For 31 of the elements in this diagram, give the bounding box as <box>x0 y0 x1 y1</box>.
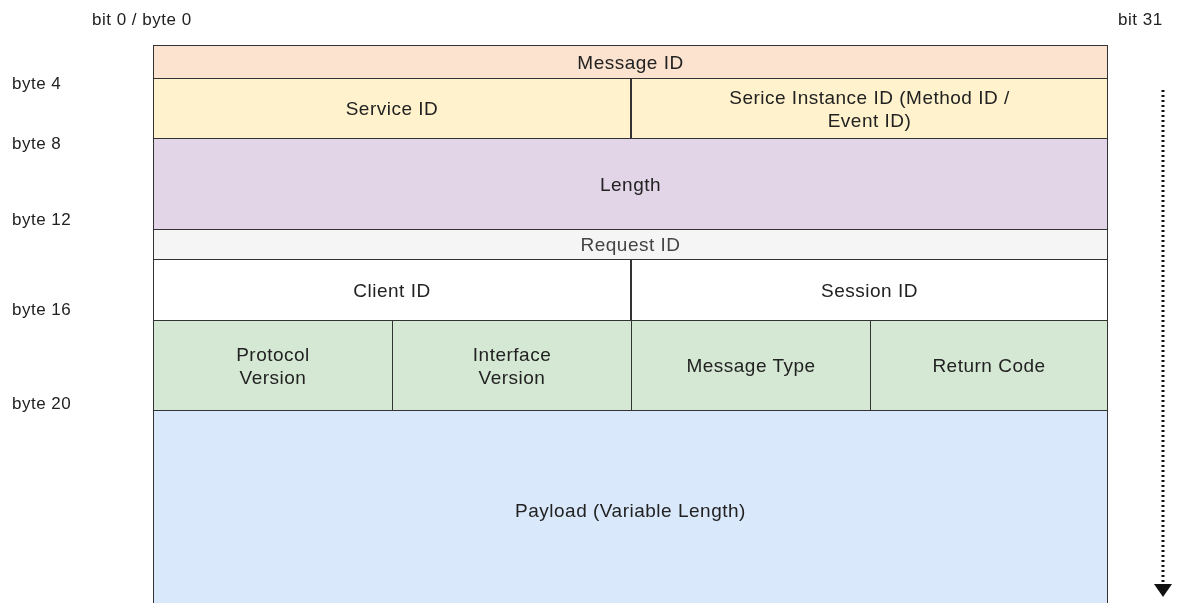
field-label: Message Type <box>686 354 816 377</box>
header-field <box>392 320 632 411</box>
byte-offset-label: byte 20 <box>12 394 72 414</box>
field-label: Payload (Variable Length) <box>515 498 746 522</box>
field-label: Return Code <box>932 354 1046 377</box>
field-label: Message ID <box>577 50 684 74</box>
bit-label: bit 0 / byte 0 <box>92 10 192 30</box>
byte-offset-label: byte 16 <box>12 300 72 320</box>
byte-offset-label: byte 4 <box>12 74 62 94</box>
field-label: Length <box>599 172 662 196</box>
payload-field <box>153 410 1108 603</box>
header-field <box>631 78 1108 139</box>
header-field <box>153 259 631 321</box>
header-field <box>153 320 393 411</box>
field-label: Service ID <box>345 97 439 120</box>
field-label: Protocol Version <box>235 342 311 389</box>
header-field <box>153 229 1108 260</box>
field-label: Session ID <box>821 278 918 302</box>
header-field <box>153 78 631 139</box>
byte-offset-label: byte 12 <box>12 210 72 230</box>
bit-label: bit 31 <box>1118 10 1163 30</box>
field-label: Interface Version <box>471 342 553 389</box>
header-field <box>870 320 1108 411</box>
field-label: Serice Instance ID (Method ID / Event ID) <box>728 85 1011 132</box>
header-field <box>631 320 871 411</box>
header-field <box>631 259 1108 321</box>
header-field <box>153 45 1108 79</box>
byte-offset-label: byte 8 <box>12 134 62 154</box>
field-label: Client ID <box>353 278 431 302</box>
field-label: Request ID <box>580 233 681 256</box>
header-field <box>153 138 1108 230</box>
